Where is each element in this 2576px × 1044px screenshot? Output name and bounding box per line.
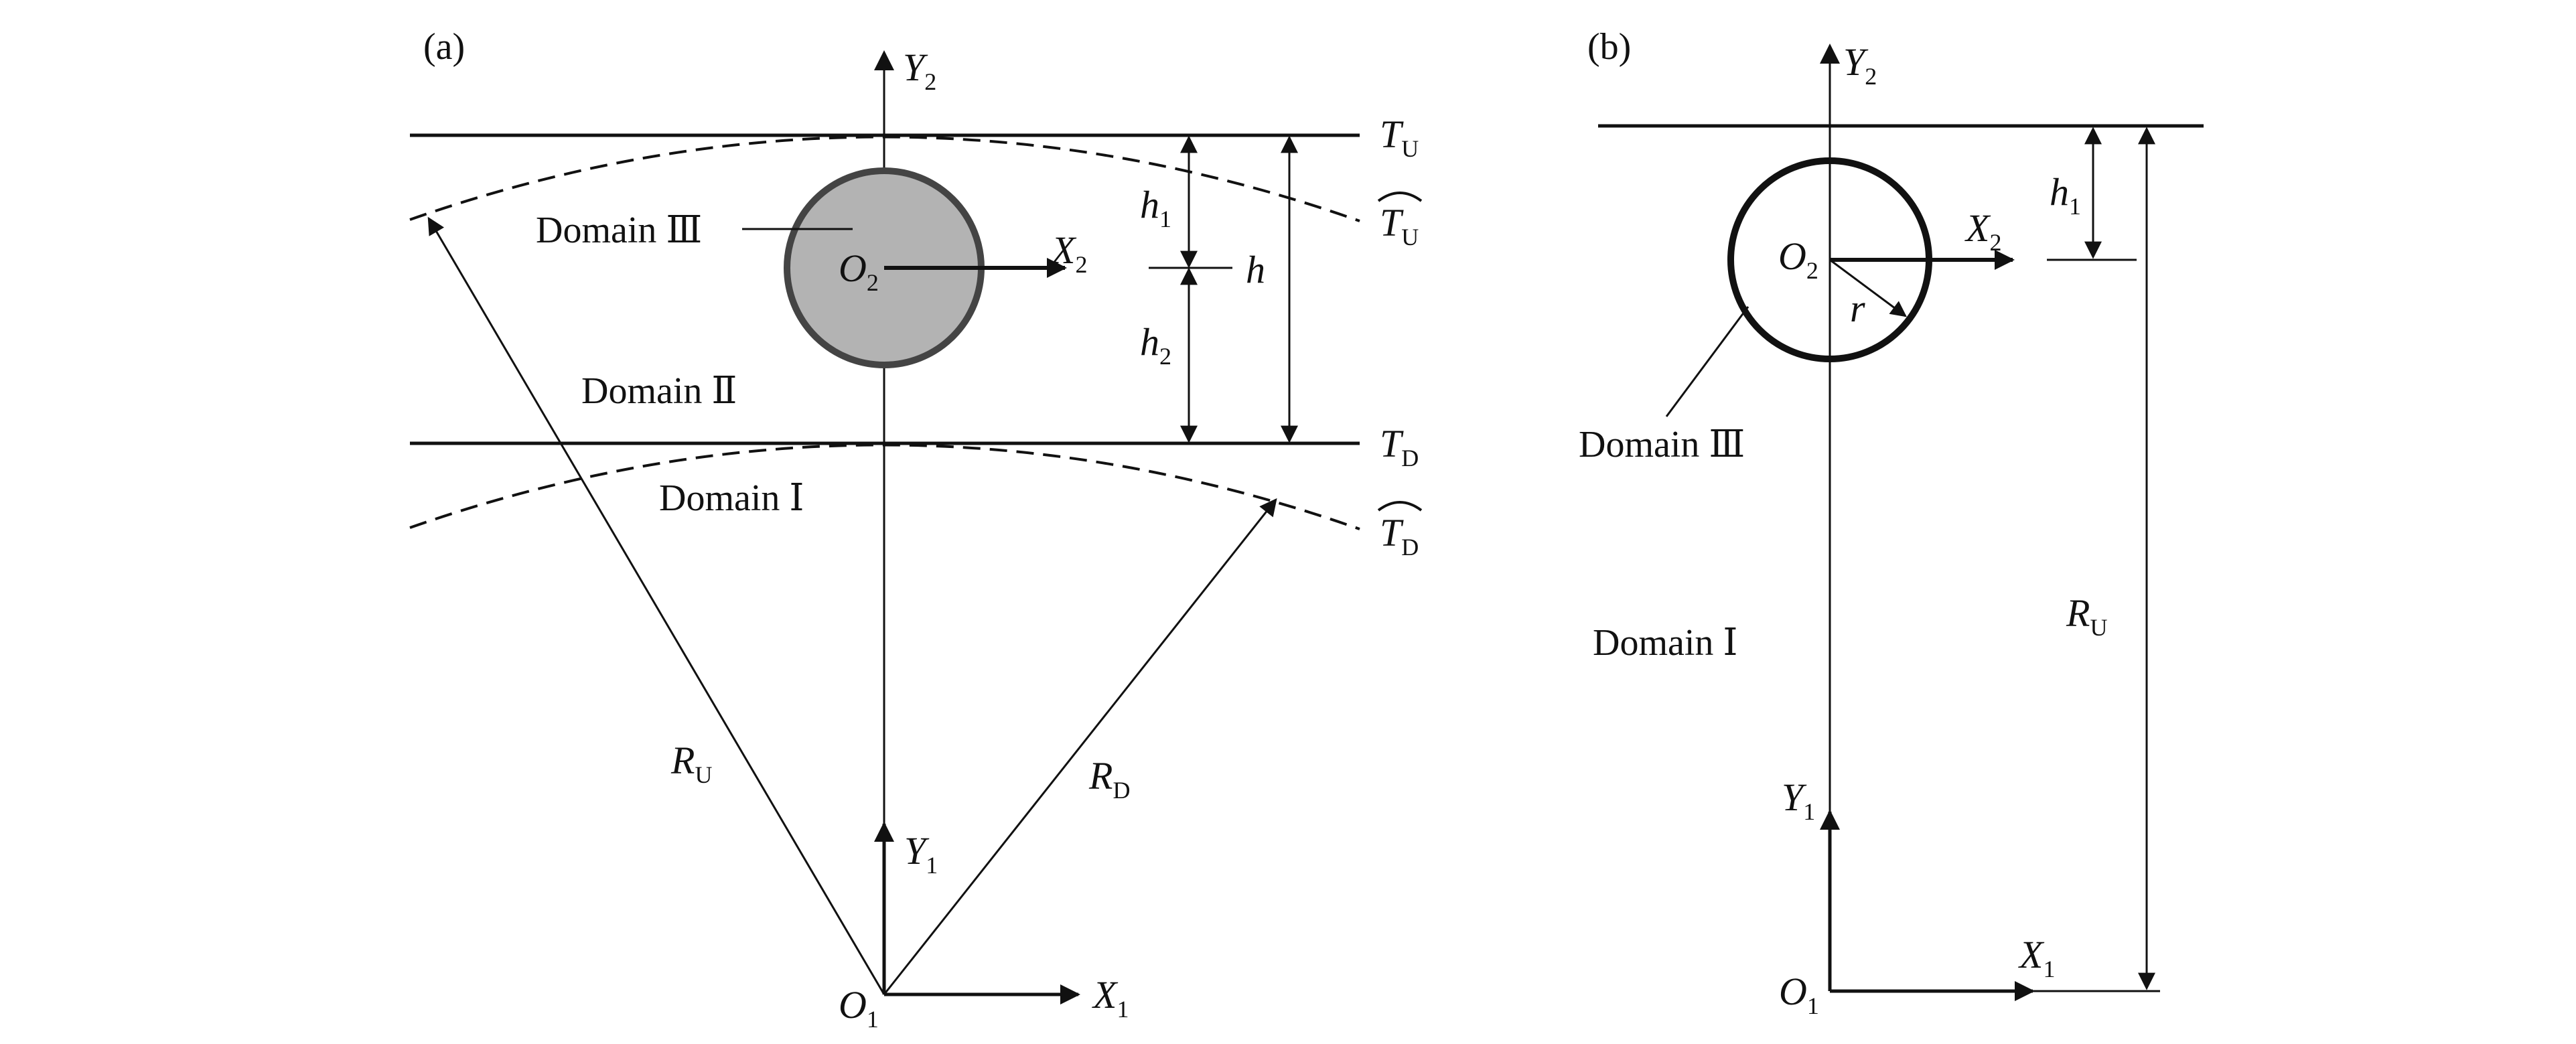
radius-r-line bbox=[1829, 258, 1907, 317]
domain-3-label-b: Domain Ⅲ bbox=[1579, 424, 1745, 465]
label-h1-b: h1 bbox=[2050, 170, 2081, 220]
panel-a: (a) Y2 X2 O2 Y1 X1 O1 TU TU TD bbox=[409, 26, 1423, 1033]
domain-2-label: Domain Ⅱ bbox=[581, 370, 737, 412]
domain-1-label: Domain Ⅰ bbox=[659, 477, 804, 519]
domain-3-leader-b bbox=[1665, 306, 1749, 417]
panel-a-label: (a) bbox=[423, 26, 465, 68]
label-x1: X1 bbox=[1092, 973, 1129, 1023]
radius-rd-line bbox=[883, 498, 1277, 995]
label-y1: Y1 bbox=[904, 829, 938, 879]
label-o1: O1 bbox=[839, 983, 879, 1033]
radius-ru-line bbox=[427, 216, 885, 995]
label-x1-b: X1 bbox=[2018, 933, 2055, 982]
panel-b-label: (b) bbox=[1587, 26, 1631, 68]
label-h1: h1 bbox=[1140, 183, 1171, 232]
hat-tu-arc bbox=[1377, 192, 1423, 202]
label-r: r bbox=[1850, 287, 1865, 330]
label-o1-b: O1 bbox=[1779, 970, 1819, 1019]
domain-1-label-b: Domain Ⅰ bbox=[1593, 622, 1738, 664]
label-td-hat: TD bbox=[1380, 511, 1419, 561]
label-rd: RD bbox=[1088, 754, 1130, 804]
label-ru: RU bbox=[670, 739, 712, 788]
label-x2: X2 bbox=[1050, 228, 1087, 278]
label-y2: Y2 bbox=[903, 46, 936, 95]
panel-b: (b) Y2 X2 O2 r Y1 X1 O1 h1 RU Domain Ⅲ D… bbox=[1579, 26, 2204, 1019]
label-tu-hat: TU bbox=[1380, 201, 1419, 250]
label-o2-b: O2 bbox=[1778, 234, 1818, 284]
label-h: h bbox=[1246, 248, 1265, 291]
label-h2: h2 bbox=[1140, 320, 1171, 370]
hat-td-arc bbox=[1377, 501, 1423, 512]
domain-3-label: Domain Ⅲ bbox=[536, 210, 702, 251]
label-ru-b: RU bbox=[2066, 591, 2107, 641]
label-tu: TU bbox=[1380, 113, 1419, 162]
label-x2-b: X2 bbox=[1964, 206, 2001, 256]
label-td: TD bbox=[1380, 422, 1419, 471]
label-y1-b: Y1 bbox=[1782, 775, 1815, 825]
label-y2-b: Y2 bbox=[1843, 40, 1877, 90]
label-o2: O2 bbox=[839, 246, 879, 296]
